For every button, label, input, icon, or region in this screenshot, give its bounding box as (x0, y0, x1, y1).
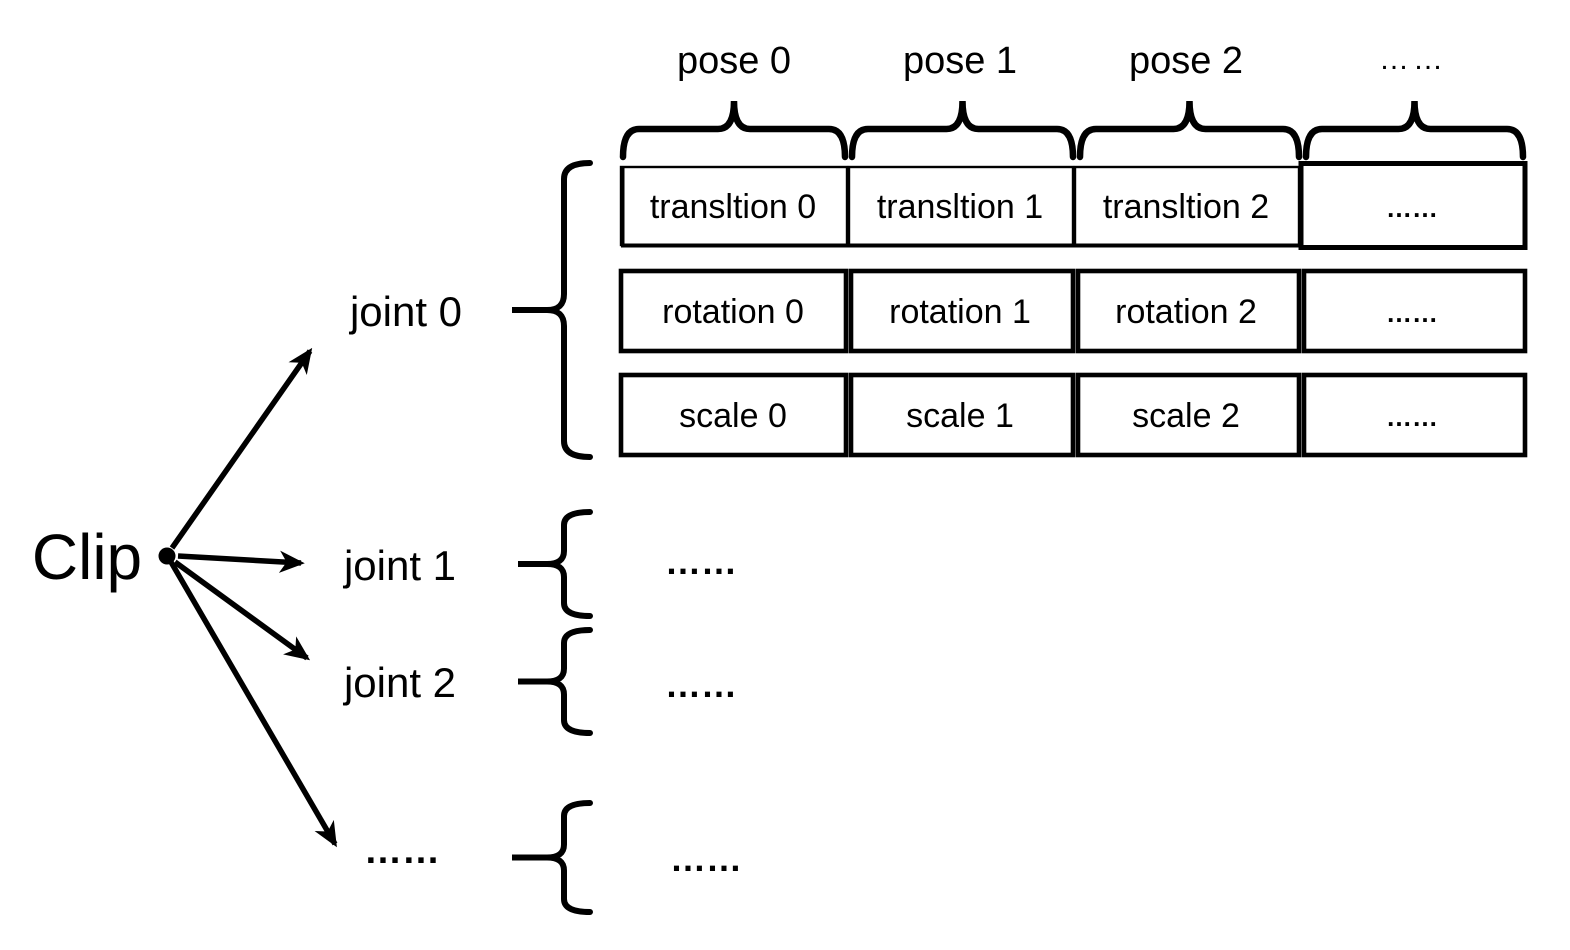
pose-0-brace (619, 100, 849, 161)
pose-header-0: pose 0 (676, 40, 792, 82)
rotation-cell-0: rotation 0 (662, 293, 804, 331)
arrow-clip-to-joint-1 (177, 550, 305, 573)
joint-1-label: joint 1 (343, 542, 457, 589)
scale-cell-0: scale 0 (679, 397, 787, 435)
joint-more-content-dots: …… (670, 838, 742, 879)
pose-header-2: pose 2 (1128, 40, 1244, 82)
clip-node-label: Clip (31, 521, 143, 593)
pose-header-1: pose 1 (902, 40, 1018, 82)
joint-1-content-dots: …… (665, 541, 737, 582)
translation-cell-1: transltion 1 (876, 188, 1044, 226)
rotation-cell-1-box (848, 268, 1076, 354)
rotation-cell-0-box (618, 268, 849, 354)
arrow-clip-to-joint-more (168, 560, 338, 848)
joint-1-brace (546, 509, 593, 619)
joint-0-brace (546, 160, 593, 460)
joint-2-brace (546, 627, 593, 736)
rotation-cell-1: rotation 1 (889, 293, 1031, 331)
scale-cell-1: scale 1 (906, 397, 1014, 435)
pose-1-brace (848, 100, 1077, 161)
translation-cell-2: transltion 2 (1102, 188, 1270, 226)
joint-more-brace (546, 800, 593, 915)
arrow-clip-to-joint-0 (169, 347, 313, 550)
rotation-cell-more: …… (1386, 298, 1438, 328)
rotation-cell-2: rotation 2 (1115, 293, 1257, 331)
translation-cell-more-box (1298, 161, 1528, 250)
scale-cell-more: …… (1386, 402, 1438, 432)
scale-cell-1-box (848, 372, 1076, 458)
joint-0-label: joint 0 (349, 288, 463, 335)
pose-header-more: …… (1379, 43, 1447, 76)
translation-cell-0: transltion 0 (649, 188, 817, 226)
pose-more-brace (1302, 100, 1527, 161)
scale-cell-2-box (1075, 372, 1302, 458)
scale-cell-more-box (1301, 372, 1528, 458)
pose-2-brace (1076, 100, 1303, 161)
rotation-cell-more-box (1301, 268, 1528, 354)
scale-cell-2: scale 2 (1132, 397, 1240, 435)
rotation-cell-2-box (1075, 268, 1302, 354)
joint-2-label: joint 2 (343, 659, 457, 706)
joint-more-label: …… (364, 830, 440, 872)
arrow-clip-to-joint-2 (173, 559, 311, 661)
clip-node-dot (158, 547, 176, 565)
joint-2-content-dots: …… (665, 664, 737, 705)
translation-cell-more: …… (1386, 193, 1438, 223)
scale-cell-0-box (618, 372, 849, 458)
